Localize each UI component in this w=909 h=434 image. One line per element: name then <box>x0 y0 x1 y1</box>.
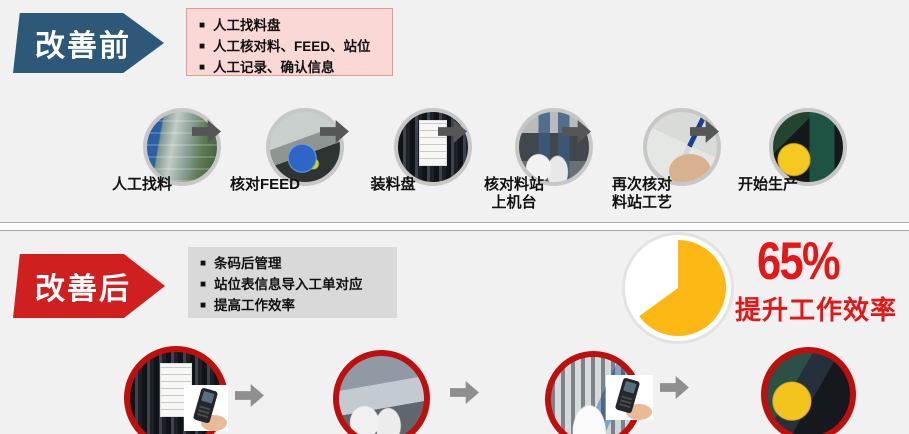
efficiency-pie-chart <box>622 232 734 344</box>
after-banner-arrow: 改善后 <box>13 254 165 318</box>
recheck-station-process-photo <box>643 108 721 186</box>
step-label: 再次核对 料站工艺 <box>611 176 672 211</box>
note-text: 提高工作效率 <box>214 298 296 313</box>
bullet-square-icon: ■ <box>200 300 207 311</box>
before-banner-arrow: 改善前 <box>13 13 164 73</box>
stat-percentage: 65% <box>757 232 841 291</box>
note-item: ■ 人工记录、确认信息 <box>199 57 384 78</box>
before-notes-box: ■ 人工找料盘 ■ 人工核对料、FEED、站位 ■ 人工记录、确认信息 <box>186 8 393 76</box>
check-station-mount-machine-photo <box>515 108 593 186</box>
section-divider <box>0 222 909 231</box>
smt-machine-feeders-photo <box>333 350 430 434</box>
bullet-square-icon: ■ <box>199 41 206 52</box>
flow-arrow-icon <box>450 381 479 404</box>
step-label: 开始生产 <box>737 176 798 193</box>
note-text: 条码后管理 <box>214 256 282 271</box>
flow-arrow-icon <box>660 376 689 399</box>
bullet-square-icon: ■ <box>200 279 207 290</box>
pie-slice-65 <box>630 240 726 336</box>
after-notes-box: ■ 条码后管理 ■ 站位表信息导入工单对应 ■ 提高工作效率 <box>188 247 397 318</box>
load-reel-rack-photo <box>394 108 472 186</box>
note-item: ■ 人工找料盘 <box>199 15 384 36</box>
bullet-square-icon: ■ <box>199 20 206 31</box>
blue-pen-icon <box>679 113 708 163</box>
note-text: 人工记录、确认信息 <box>213 60 335 75</box>
note-text: 站位表信息导入工单对应 <box>214 277 363 292</box>
step-label: 人工找料 <box>111 176 172 193</box>
step-label: 核对料站 上机台 <box>483 176 544 211</box>
bullet-square-icon: ■ <box>200 258 207 269</box>
note-item: ■ 提高工作效率 <box>200 295 389 316</box>
reel-rack-with-label-photo <box>124 346 228 434</box>
stat-caption: 提升工作效率 <box>735 295 898 325</box>
handheld-barcode-scanner-photo <box>606 375 653 420</box>
note-item: ■ 站位表信息导入工单对应 <box>200 274 389 295</box>
note-text: 人工核对料、FEED、站位 <box>213 39 371 54</box>
note-item: ■ 人工核对料、FEED、站位 <box>199 36 384 57</box>
note-item: ■ 条码后管理 <box>200 253 389 274</box>
start-production-photo <box>769 108 847 186</box>
note-text: 人工找料盘 <box>213 18 281 33</box>
flow-arrow-icon <box>235 384 264 407</box>
step-label: 装料盘 <box>370 176 416 193</box>
bullet-square-icon: ■ <box>199 62 206 73</box>
manual-material-search-photo <box>143 108 221 186</box>
before-banner-label: 改善前 <box>35 30 131 63</box>
operator-at-monitor-photo <box>761 347 856 434</box>
scanner-keypad <box>197 403 211 419</box>
handheld-barcode-scanner-photo <box>184 385 228 431</box>
scanner-keypad <box>619 393 633 409</box>
step-label: 核对FEED <box>229 176 300 193</box>
after-banner-label: 改善后 <box>35 273 131 306</box>
check-feeder-photo <box>266 108 344 186</box>
scanner-screen <box>201 391 215 404</box>
scanner-screen <box>623 381 637 394</box>
